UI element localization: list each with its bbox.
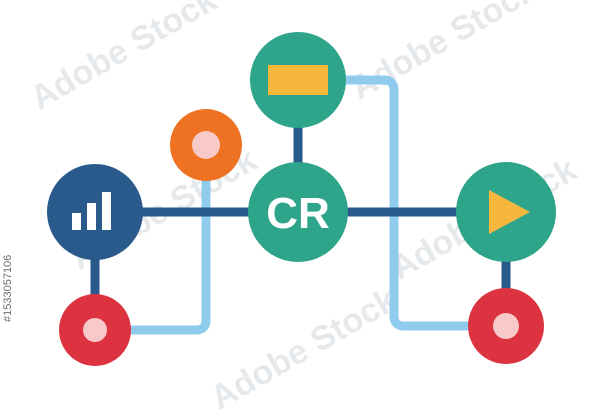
- dot-icon: [493, 313, 519, 339]
- network-diagram: CR: [47, 32, 556, 366]
- hub-node: CR: [248, 162, 348, 262]
- orange-node: [170, 109, 242, 181]
- bar-chart-icon: [72, 192, 111, 230]
- dot-icon: [83, 318, 107, 342]
- hub-label: CR: [266, 189, 330, 238]
- play-icon: [489, 190, 530, 234]
- stock-id: #1533057106: [2, 254, 14, 322]
- chart-node: [47, 164, 143, 260]
- top-node: [250, 32, 346, 128]
- dot-icon: [192, 131, 220, 159]
- play-node: [456, 162, 556, 262]
- hub-node-circle: [248, 162, 348, 262]
- left-bottom-node: [59, 294, 131, 366]
- diagram-canvas: Adobe Stock Adobe Stock Adobe Stock Adob…: [2, 0, 583, 417]
- connector-top-to-right-bottom: [325, 75, 475, 331]
- connector-orange-to-left-bottom: [123, 155, 211, 335]
- rectangle-icon: [268, 65, 328, 95]
- right-bottom-node: [468, 288, 544, 364]
